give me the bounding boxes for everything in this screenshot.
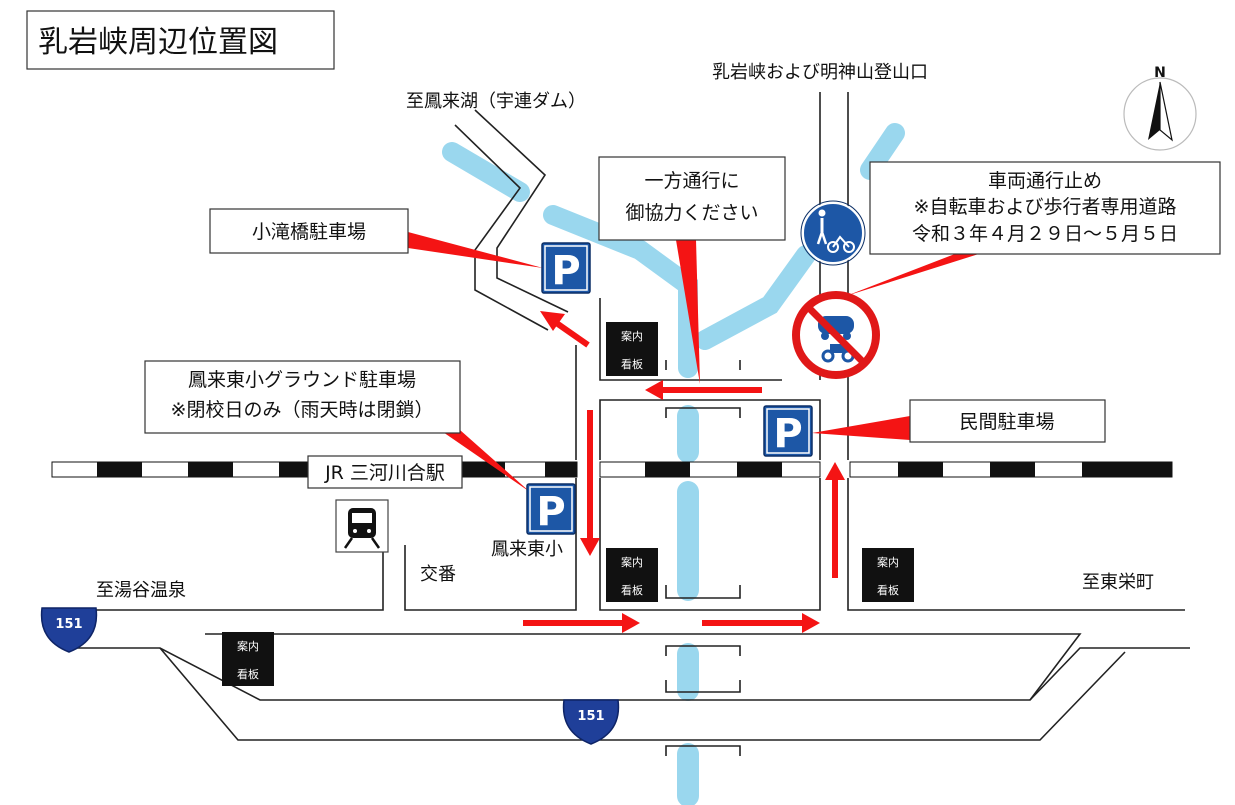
info-board: 案内 看板 — [606, 322, 658, 376]
pointer-private — [812, 416, 910, 440]
map-title-text: 乳岩峡周辺位置図 — [38, 25, 278, 60]
label-koban: 交番 — [420, 564, 456, 585]
parking-letter: P — [551, 248, 580, 294]
route-151-upper — [205, 633, 1082, 701]
closure-note: ※自転車および歩行者専用道路 — [914, 196, 1177, 218]
one-way-line2: 御協力ください — [625, 202, 758, 224]
callout-pointers — [408, 232, 985, 492]
info-board: 案内 看板 — [222, 632, 274, 686]
closure-dates: 令和３年４月２９日～５月５日 — [912, 223, 1178, 245]
road-east-lower — [847, 478, 1185, 611]
info-board-line1: 案内 — [621, 329, 643, 343]
winding-road-outer — [474, 109, 569, 313]
railway-line — [51, 461, 1173, 478]
route-shield-icon: 151 — [562, 699, 620, 745]
parking-letter: P — [536, 489, 565, 535]
pointer-ground — [440, 430, 530, 492]
route-number: 151 — [55, 617, 82, 632]
box-private-parking: 民間駐車場 — [909, 399, 1106, 443]
route-shield-icon: 151 — [40, 607, 98, 653]
pointer-one-way — [676, 240, 700, 384]
bridge-north — [665, 360, 741, 370]
route-151-north-edge — [75, 647, 1190, 701]
bridge-route-b — [665, 680, 741, 693]
parking-icon: P — [763, 405, 813, 457]
no-vehicles-sign-icon — [792, 291, 880, 379]
river-northwest — [442, 142, 530, 202]
arrow-left — [645, 380, 762, 400]
info-board-line1: 案内 — [237, 639, 259, 653]
road-network — [75, 92, 1190, 756]
arrow-down — [580, 410, 600, 556]
kotaki-parking-text: 小滝橋駐車場 — [252, 221, 366, 243]
pedestrian-bicycle-sign-icon — [800, 200, 866, 266]
box-station: JR 三河川合駅 — [307, 455, 463, 489]
info-board-line2: 看板 — [877, 583, 899, 597]
label-to-yuya: 至湯谷温泉 — [96, 580, 186, 601]
arrow-right-2 — [702, 613, 820, 633]
bridge-lowest — [665, 745, 741, 756]
box-road-closure: 車両通行止め ※自転車および歩行者専用道路 令和３年４月２９日～５月５日 — [869, 161, 1221, 255]
north-arrow-icon: N — [1123, 65, 1197, 151]
parking-letter: P — [773, 411, 802, 457]
pointer-kotaki — [408, 232, 543, 268]
ground-parking-text: 鳳来東小グラウンド駐車場 — [188, 369, 416, 391]
box-one-way: 一方通行に 御協力ください — [598, 156, 786, 241]
river-main-north — [543, 205, 698, 378]
private-parking-text: 民間駐車場 — [959, 411, 1054, 433]
bridge-mid — [665, 407, 741, 418]
bridge-south — [665, 585, 741, 599]
one-way-arrows — [523, 311, 845, 633]
info-board: 案内 看板 — [862, 548, 914, 602]
label-to-trailhead: 乳岩峡および明神山登山口 — [712, 62, 928, 83]
info-board: 案内 看板 — [606, 548, 658, 602]
one-way-line1: 一方通行に — [644, 170, 739, 192]
road-center-west-lower — [404, 478, 577, 611]
road-block-south — [599, 478, 821, 611]
label-to-horaiko: 至鳳来湖（宇連ダム） — [406, 91, 586, 112]
arrow-up — [825, 462, 845, 578]
road-block-north — [599, 298, 782, 381]
road-block-mid — [599, 399, 821, 460]
map-title: 乳岩峡周辺位置図 — [26, 10, 335, 70]
label-to-toei: 至東栄町 — [1082, 572, 1154, 593]
label-school: 鳳来東小 — [491, 539, 563, 560]
parking-icon: P — [541, 242, 591, 294]
closure-title: 車両通行止め — [988, 170, 1102, 192]
north-label: N — [1154, 65, 1166, 81]
road-station-west — [75, 545, 384, 611]
ground-note-text: ※閉校日のみ（雨天時は閉鎖） — [171, 399, 434, 421]
pointer-closure — [846, 252, 985, 296]
arrow-up-left — [540, 311, 590, 348]
info-board-line2: 看板 — [237, 667, 259, 681]
bridge-route-a — [665, 645, 741, 656]
route-151-south-edge — [159, 647, 1126, 741]
train-icon — [335, 499, 389, 553]
info-board-line2: 看板 — [621, 357, 643, 371]
info-board-line1: 案内 — [877, 555, 899, 569]
route-number: 151 — [577, 709, 604, 724]
info-board-line1: 案内 — [621, 555, 643, 569]
box-ground-parking: 鳳来東小グラウンド駐車場 ※閉校日のみ（雨天時は閉鎖） — [144, 360, 461, 434]
parking-icon: P — [526, 483, 576, 535]
river-east-branch — [695, 245, 816, 350]
arrow-right-1 — [523, 613, 640, 633]
station-name: JR 三河川合駅 — [324, 462, 445, 484]
box-kotaki-parking: 小滝橋駐車場 — [209, 208, 409, 254]
info-board-line2: 看板 — [621, 583, 643, 597]
